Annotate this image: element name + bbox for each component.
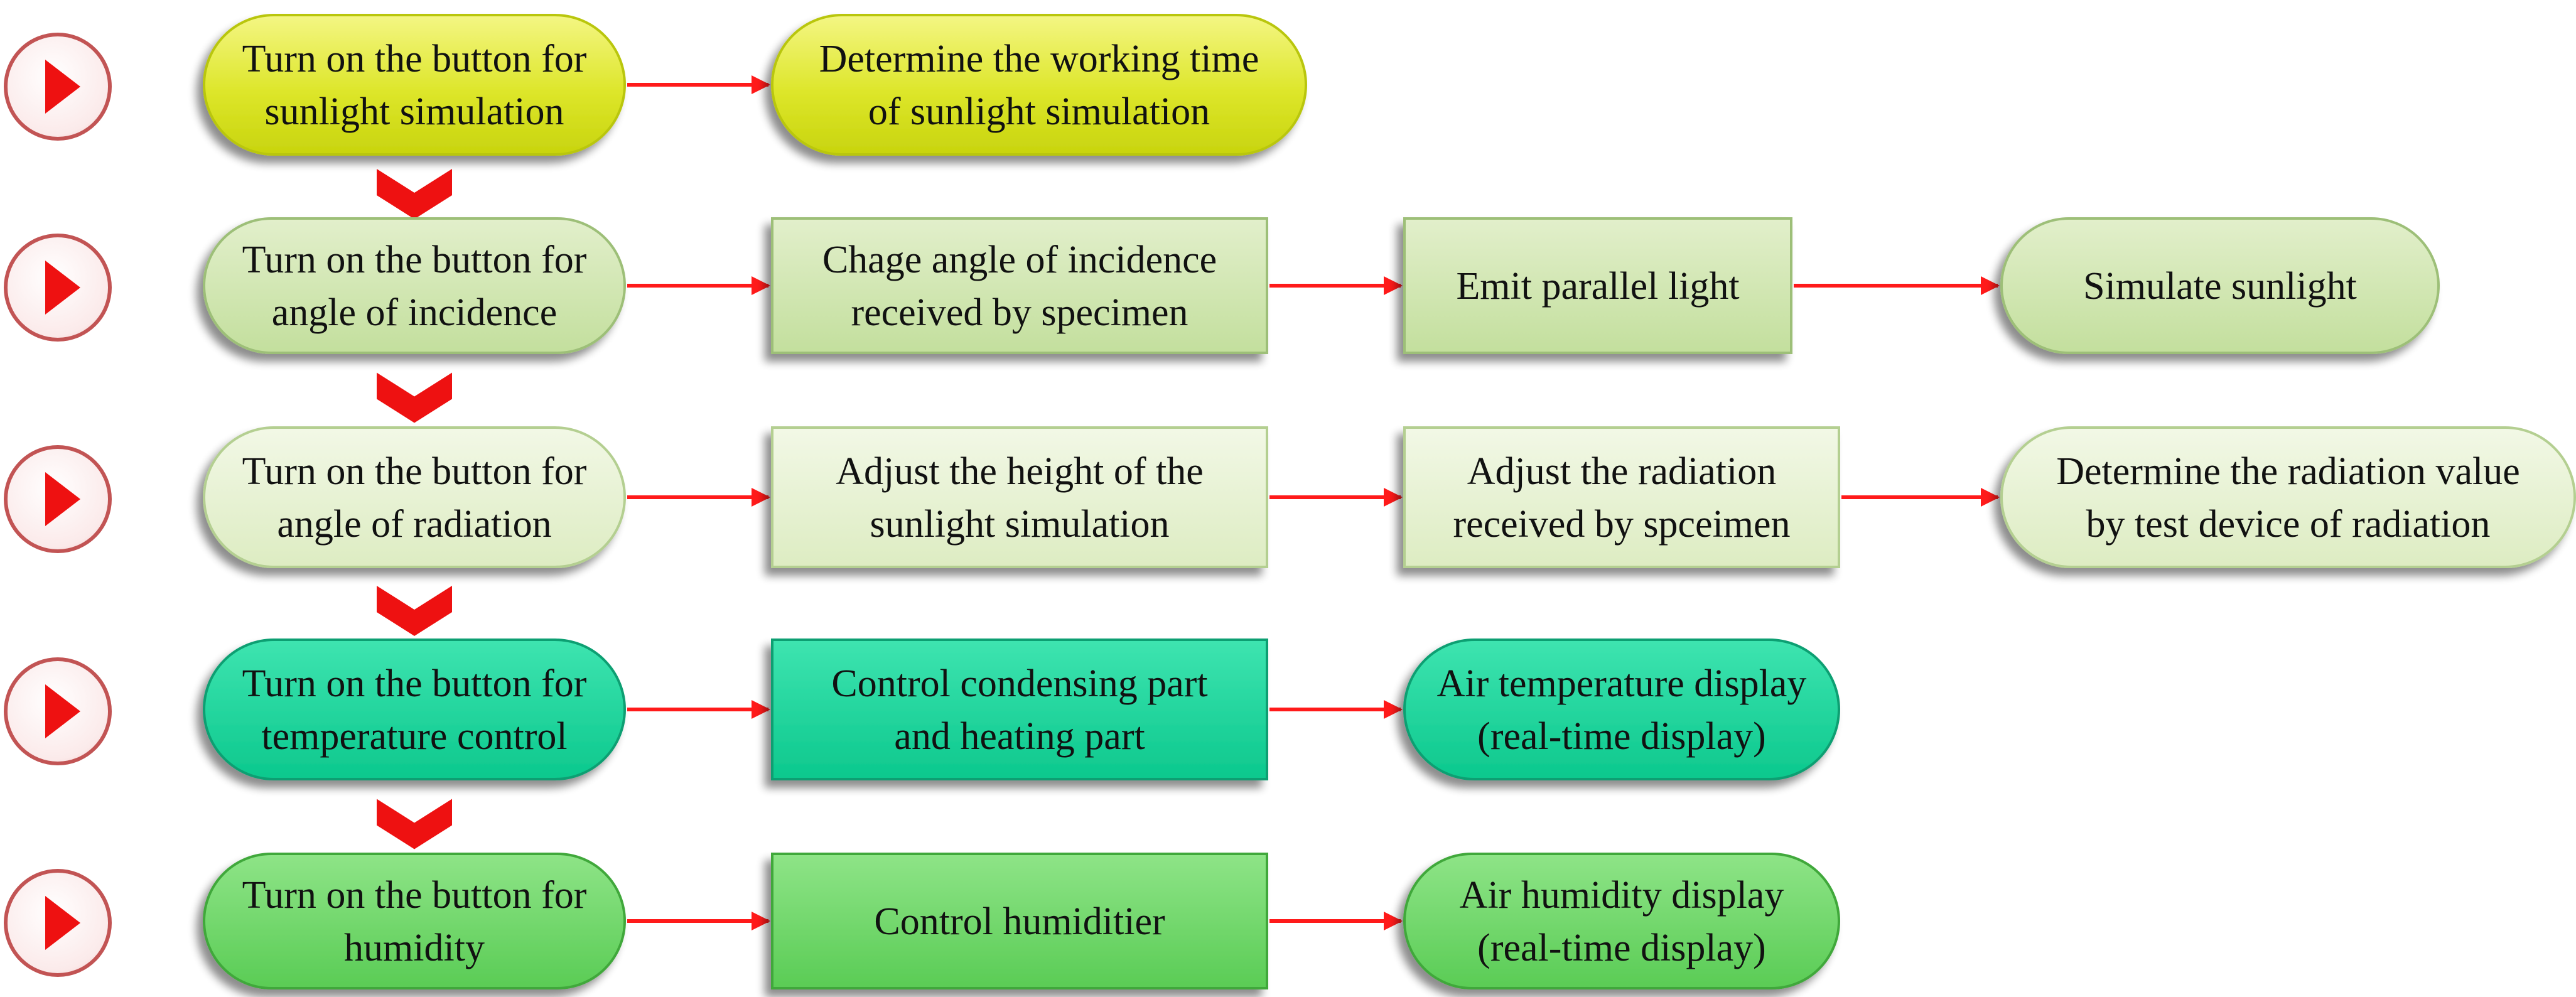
flow-node-text: Air temperature display — [1437, 662, 1807, 705]
flow-node-turn-on-incidence: Turn on the button for angle of incidence — [203, 217, 626, 354]
play-icons — [4, 33, 112, 977]
flow-node-working-time: Determine the working time of sunlight si… — [771, 14, 1307, 156]
flow-node-text: (real-time display) — [1477, 715, 1766, 758]
chevron-down-icon — [377, 586, 452, 636]
play-icon — [4, 445, 112, 553]
flow-node-emit-light: Emit parallel light — [1403, 217, 1792, 354]
flow-node-text: humidity — [344, 927, 485, 969]
flow-node-air-humidity: Air humidity display (real-time display) — [1403, 853, 1840, 989]
flow-node-text: angle of radiation — [277, 503, 551, 546]
flow-arrows — [627, 75, 2000, 930]
flow-node-text: sunlight simulation — [870, 503, 1169, 546]
flow-node-text: Turn on the button for — [242, 874, 587, 917]
flow-node-text: of sunlight simulation — [868, 90, 1210, 133]
flow-node-text: Turn on the button for — [242, 450, 587, 493]
flow-node-text: Simulate sunlight — [2083, 265, 2357, 308]
flow-node-turn-on-radiation: Turn on the button for angle of radiation — [203, 426, 626, 568]
flow-node-turn-on-humidity: Turn on the button for humidity — [203, 853, 626, 989]
flow-node-text: Air humidity display — [1460, 874, 1784, 917]
flow-node-text: and heating part — [894, 715, 1145, 758]
flow-node-text: Control humiditier — [874, 900, 1165, 943]
flow-node-text: Emit parallel light — [1456, 265, 1739, 308]
flow-node-text: Determine the radiation value — [2056, 450, 2520, 493]
flow-node-text: sunlight simulation — [264, 90, 564, 133]
flow-node-text: Chage angle of incidence — [822, 239, 1217, 281]
flow-node-text: Adjust the radiation — [1467, 450, 1776, 493]
flow-node-text: (real-time display) — [1477, 927, 1766, 969]
flow-node-adjust-radiation: Adjust the radiation received by spceimen — [1403, 426, 1840, 568]
chevron-down-icon — [377, 799, 452, 849]
flow-node-text: Turn on the button for — [242, 38, 587, 80]
flow-node-text: Control condensing part — [831, 662, 1207, 705]
flow-node-control-condensing: Control condensing part and heating part — [771, 639, 1268, 780]
play-icon — [4, 657, 112, 765]
chevron-down-icon — [377, 169, 452, 219]
flow-node-change-angle: Chage angle of incidence received by spec… — [771, 217, 1268, 354]
flow-node-control-humidifier: Control humiditier — [771, 853, 1268, 989]
flow-node-determine-radiation: Determine the radiation value by test dev… — [2000, 426, 2576, 568]
flow-node-text: by test device of radiation — [2086, 503, 2491, 546]
flow-node-text: Determine the working time — [819, 38, 1259, 80]
flow-node-turn-on-sunlight: Turn on the button for sunlight simulatio… — [203, 14, 626, 156]
down-chevrons — [377, 169, 452, 849]
flow-nodes: Turn on the button for sunlight simulatio… — [203, 14, 2576, 989]
play-icon — [4, 33, 112, 141]
flow-node-turn-on-temperature: Turn on the button for temperature contro… — [203, 639, 626, 780]
flow-node-adjust-height: Adjust the height of the sunlight simulat… — [771, 426, 1268, 568]
flow-node-air-temperature: Air temperature display (real-time displa… — [1403, 639, 1840, 780]
flow-node-text: received by specimen — [851, 291, 1188, 334]
play-icon — [4, 234, 112, 342]
flow-node-text: Turn on the button for — [242, 239, 587, 281]
flow-node-simulate-sunlight: Simulate sunlight — [2000, 217, 2440, 354]
play-icon — [4, 869, 112, 977]
flow-node-text: angle of incidence — [272, 291, 557, 334]
flow-node-text: Adjust the height of the — [836, 450, 1203, 493]
flow-node-text: Turn on the button for — [242, 662, 587, 705]
flow-node-text: received by spceimen — [1453, 503, 1790, 546]
chevron-down-icon — [377, 372, 452, 423]
flow-node-text: temperature control — [261, 715, 567, 758]
